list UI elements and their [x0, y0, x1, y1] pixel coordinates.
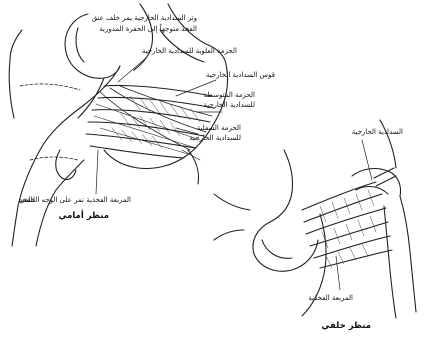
label-arc: قوس السدادية الخارجية: [206, 71, 275, 80]
label-middle-bundle-line1: الحزمة المتوسطة: [204, 91, 255, 100]
femur-back: [352, 120, 416, 318]
caption-back-view: منظر خلفي: [321, 322, 371, 331]
obturator-externus-front: [86, 85, 214, 158]
label-middle-bundle-line2: للسدادية الخارجية: [203, 101, 255, 110]
label-tendon-line2: الفخذ متوجهاً إلى الحفرة المدورية: [99, 25, 197, 34]
label-quadratus-front-line2: للفخذ: [19, 196, 35, 205]
label-quadratus-back: المربعة الفخذية: [308, 294, 353, 303]
label-upper-bundle: الحزمة العلوية للسدادية الخارجية: [142, 47, 237, 56]
label-tendon-line1: وتر السدادية الخارجية يمر خلف عنق: [92, 14, 197, 23]
caption-front-view: منظر أمامي: [59, 212, 110, 221]
label-lower-bundle-line1: الحزمة السفلية: [197, 124, 241, 133]
leader-lines-back: [336, 140, 372, 290]
muscles-back: [302, 168, 396, 268]
label-lower-bundle-line2: للسدادية الخارجية: [189, 134, 241, 143]
dashed-outline-front: [20, 84, 80, 160]
label-obturator-externus-back: السدادية الخارجية: [352, 128, 403, 137]
label-quadratus-front-line1: المربعة الفخذية تمر على الوجه الخلفي: [19, 196, 131, 205]
